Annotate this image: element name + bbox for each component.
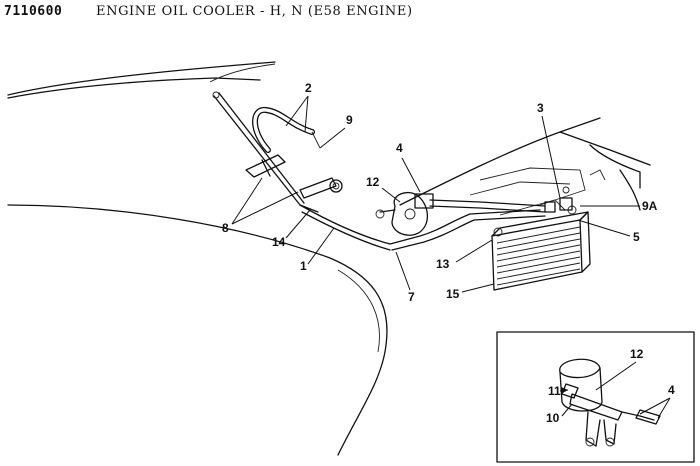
callout-4: 4 <box>396 141 421 193</box>
callout-14: 14 <box>272 209 311 249</box>
callout-15: 15 <box>446 283 495 301</box>
inset-callout-label-11: 11 <box>548 384 561 398</box>
callout-1: 1 <box>300 227 335 273</box>
inset-detail: 12 11 10 4 <box>496 331 695 463</box>
callout-13: 13 <box>436 239 493 271</box>
inset-callout-label-10: 10 <box>546 411 560 425</box>
callout-2: 2 <box>285 81 312 133</box>
fender-outline <box>7 61 388 456</box>
callout-label-8: 8 <box>222 221 229 235</box>
callout-label-14: 14 <box>272 235 286 249</box>
mounting-bracket <box>245 154 343 199</box>
callout-label-1: 1 <box>300 259 307 273</box>
callout-label-2: 2 <box>305 81 312 95</box>
callout-label-5: 5 <box>633 230 640 244</box>
filter-adapter <box>375 191 434 236</box>
cooler-fittings <box>544 186 573 213</box>
callout-label-9a: 9A <box>642 199 658 213</box>
callout-12: 12 <box>366 175 401 203</box>
callout-label-15: 15 <box>446 287 460 301</box>
diagram-title: ENGINE OIL COOLER - H, N (E58 ENGINE) <box>96 4 413 19</box>
document-number: 7110600 <box>4 4 63 19</box>
callout-5: 5 <box>577 219 640 244</box>
inset-callout-label-12: 12 <box>630 347 644 361</box>
callout-label-7: 7 <box>408 290 415 304</box>
callout-label-13: 13 <box>436 257 450 271</box>
callout-7: 7 <box>395 251 415 304</box>
callout-label-3: 3 <box>537 101 544 115</box>
upper-hose <box>252 107 321 153</box>
callout-3: 3 <box>537 101 561 199</box>
header: 7110600 ENGINE OIL COOLER - H, N (E58 EN… <box>0 0 700 24</box>
callout-label-12: 12 <box>366 175 380 189</box>
callout-8: 8 <box>222 177 299 235</box>
oil-lines <box>299 199 546 251</box>
inset-callout-label-4: 4 <box>668 383 675 397</box>
callout-label-4: 4 <box>396 141 403 155</box>
callout-9a: 9A <box>580 199 658 213</box>
callout-label-9: 9 <box>346 113 353 127</box>
callout-9: 9 <box>319 113 353 149</box>
